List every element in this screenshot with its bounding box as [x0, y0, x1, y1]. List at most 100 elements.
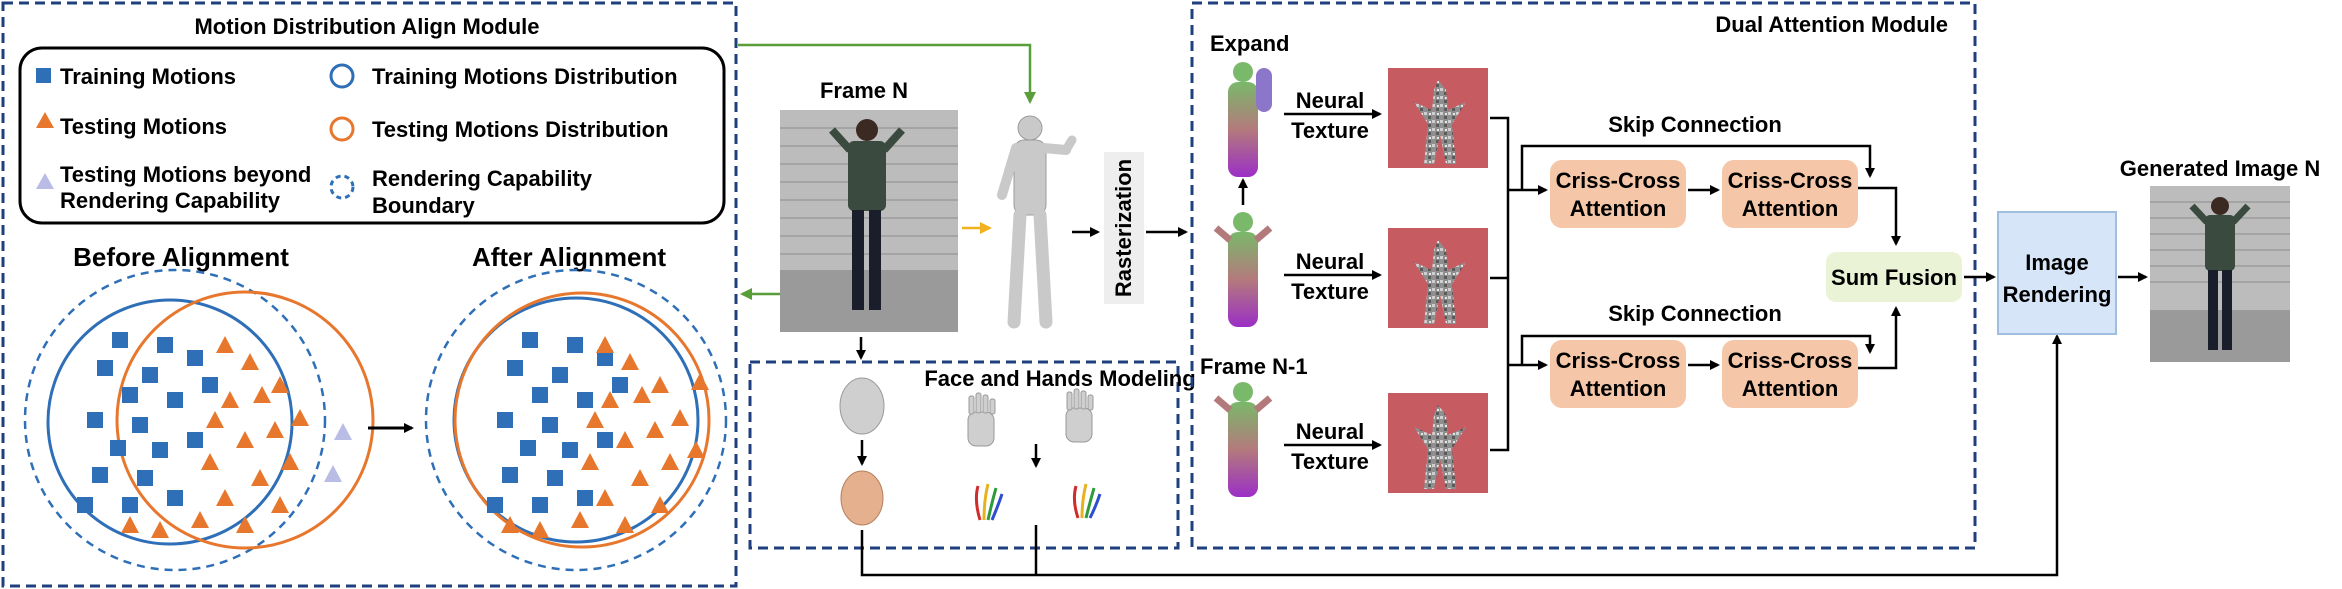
dam-title: Dual Attention Module [1715, 12, 1948, 37]
testing-motion-point [646, 421, 664, 438]
testing-motion-point [633, 386, 651, 403]
testing-motion-point [291, 409, 309, 426]
training-motion-point [142, 367, 158, 383]
testing-motion-point [631, 469, 649, 486]
neural-label-1b: Texture [1291, 118, 1369, 143]
before-points [77, 332, 352, 538]
testing-motion-point [251, 469, 269, 486]
legend-boundary-l2: Boundary [372, 193, 475, 218]
sum-fusion-label: Sum Fusion [1831, 265, 1957, 290]
rasterization-block: Rasterization [1104, 152, 1144, 304]
svg-text:Criss-Cross: Criss-Cross [1556, 348, 1681, 373]
legend-beyond-l1: Testing Motions beyond [60, 162, 311, 187]
training-motion-point [612, 377, 628, 393]
testing-motion-point [201, 453, 219, 470]
svg-text:Criss-Cross: Criss-Cross [1728, 348, 1853, 373]
testing-motion-point [241, 353, 259, 370]
svg-text:Criss-Cross: Criss-Cross [1728, 168, 1853, 193]
training-motion-point [577, 392, 593, 408]
training-motion-point [522, 332, 538, 348]
training-motion-point [187, 350, 203, 366]
after-points [487, 332, 709, 538]
training-motion-point [532, 387, 548, 403]
svg-text:Rendering: Rendering [2003, 282, 2112, 307]
criss-cross-attention-4: Criss-Cross Attention [1722, 340, 1858, 408]
testing-motion-point [236, 516, 254, 533]
training-motion-point [567, 337, 583, 353]
legend-training-motions: Training Motions [60, 64, 236, 89]
frame-n-photo [780, 110, 958, 332]
frame-n1-label: Frame N-1 [1200, 354, 1308, 379]
mdam-title: Motion Distribution Align Module [194, 14, 539, 39]
criss-cross-attention-3: Criss-Cross Attention [1550, 340, 1686, 408]
dual-attention-module: Dual Attention Module Expand Frame N-1 N… [1190, 1, 1977, 550]
training-motion-point [77, 497, 93, 513]
testing-motion-point [571, 511, 589, 528]
neural-label-3b: Texture [1291, 449, 1369, 474]
testing-motion-point [271, 496, 289, 513]
neural-label-2a: Neural [1296, 249, 1364, 274]
neural-label-2b: Texture [1291, 279, 1369, 304]
motion-distribution-align-module: Motion Distribution Align Module Trainin… [1, 1, 738, 588]
testing-motion-point [236, 431, 254, 448]
criss-cross-attention-1: Criss-Cross Attention [1550, 160, 1686, 228]
testing-motion-point [601, 391, 619, 408]
legend-training-dist: Training Motions Distribution [372, 64, 678, 89]
body-frame-n-colored [1213, 212, 1273, 327]
training-motion-point [202, 377, 218, 393]
testing-motions-triangle-icon [36, 112, 54, 128]
legend-testing-dist: Testing Motions Distribution [372, 117, 669, 142]
testing-motion-point [281, 453, 299, 470]
testing-motion-point [651, 376, 669, 393]
testing-motion-point [121, 516, 139, 533]
testing-motion-point [191, 511, 209, 528]
generated-image-label: Generated Image N [2120, 156, 2321, 181]
training-motion-point [92, 467, 108, 483]
training-motion-point [552, 367, 568, 383]
training-distribution-circle-icon [329, 63, 355, 89]
training-motion-point [597, 350, 613, 366]
green-arrow-to-model [738, 43, 1036, 104]
image-rendering-block: Image Rendering [1997, 211, 2117, 335]
hand-mesh-icon-right [1065, 388, 1094, 443]
legend-boundary-l1: Rendering Capability [372, 166, 593, 191]
training-motion-point [122, 497, 138, 513]
expand-label: Expand [1210, 31, 1289, 56]
testing-motion-point [216, 336, 234, 353]
svg-text:Criss-Cross: Criss-Cross [1556, 168, 1681, 193]
training-motion-point [497, 412, 513, 428]
skip-connection-2: Skip Connection [1608, 301, 1782, 326]
face-hands-module: Face and Hands Modeling [748, 337, 1196, 550]
legend-beyond-l2: Rendering Capability [60, 188, 281, 213]
testing-motion-point [581, 453, 599, 470]
beyond-capability-point [334, 423, 352, 440]
training-motion-point [520, 440, 536, 456]
beyond-capability-triangle-icon [36, 173, 54, 189]
training-motion-point [97, 360, 113, 376]
after-alignment-diagram [424, 268, 728, 572]
training-motion-point [112, 332, 128, 348]
face-mesh-icon [839, 377, 885, 435]
training-motion-point [562, 442, 578, 458]
neural-label-3a: Neural [1296, 419, 1364, 444]
skip-connection-1: Skip Connection [1608, 112, 1782, 137]
training-motion-point [137, 470, 153, 486]
legend-testing-motions: Testing Motions [60, 114, 227, 139]
svg-text:Attention: Attention [1570, 196, 1667, 221]
testing-motion-point [253, 386, 271, 403]
svg-text:Image: Image [2025, 250, 2089, 275]
testing-motion-point [206, 411, 224, 428]
body-expand-colored [1228, 62, 1272, 177]
testing-motion-point [621, 353, 639, 370]
before-alignment-diagram [23, 268, 375, 572]
training-motion-point [187, 432, 203, 448]
training-motion-point [132, 417, 148, 433]
testing-motion-point [151, 521, 169, 538]
training-motion-point [167, 392, 183, 408]
boundary-dashed-circle-icon [329, 174, 355, 200]
training-motion-point [542, 417, 558, 433]
testing-motion-point [586, 411, 604, 428]
testing-distribution-circle-icon [329, 116, 355, 142]
testing-motion-point [671, 409, 689, 426]
neural-texture-2 [1388, 228, 1488, 328]
